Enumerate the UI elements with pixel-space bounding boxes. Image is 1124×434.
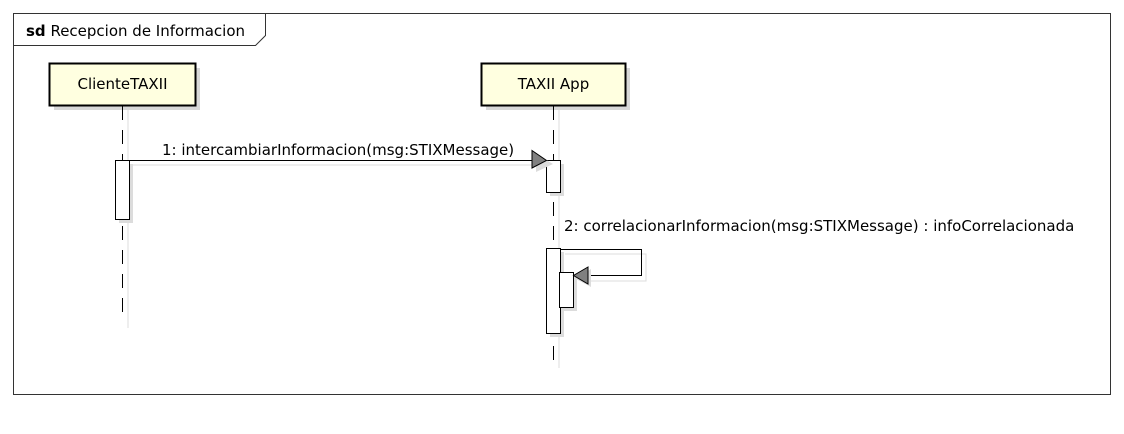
message-label: 2: correlacionarInformacion(msg:STIXMess… <box>564 217 1074 235</box>
activation-bar <box>546 248 561 334</box>
activation-bar <box>546 160 561 193</box>
lifeline-name: TAXII App <box>517 75 589 93</box>
message-arrow-shadow <box>565 253 647 282</box>
activation-bar <box>115 160 130 220</box>
diagram-frame: sd Recepcion de Informacion <box>13 13 1111 395</box>
lifeline-clientetaxii: ClienteTAXII <box>48 62 200 328</box>
frame-keyword: sd <box>26 22 46 40</box>
lifeline-taxii-app: TAXII App <box>480 62 630 368</box>
frame-title: sd Recepcion de Informacion <box>26 22 245 40</box>
nested-activation-bar <box>559 272 574 308</box>
message-label: 1: intercambiarInformacion(msg:STIXMessa… <box>162 141 514 159</box>
lifeline-head[interactable] <box>48 62 197 107</box>
lifeline-head[interactable] <box>480 62 627 107</box>
frame-label-box <box>13 13 266 46</box>
message-arrowhead <box>531 149 548 169</box>
message-1[interactable]: 1: intercambiarInformacion(msg:STIXMessa… <box>129 141 554 172</box>
message-arrow-line <box>560 249 642 276</box>
frame-name: Recepcion de Informacion <box>50 22 245 40</box>
lifeline-name: ClienteTAXII <box>77 75 167 93</box>
message-2[interactable]: 2: correlacionarInformacion(msg:STIXMess… <box>560 217 1075 287</box>
message-arrowhead <box>572 266 589 285</box>
frame-border <box>13 13 1111 395</box>
